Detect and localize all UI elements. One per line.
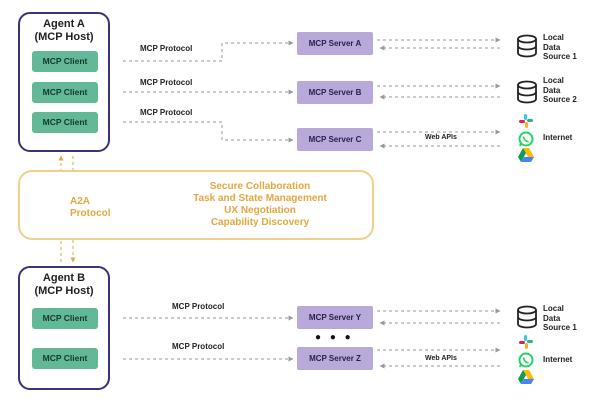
database-icon	[517, 34, 537, 58]
whatsapp-icon	[518, 352, 534, 368]
agent-a-client-3: MCP Client	[32, 112, 98, 133]
web-apis-label-1: Web APIs	[425, 134, 457, 141]
mcp-server-c: MCP Server C	[297, 128, 373, 151]
internet-label-2: Internet	[543, 355, 573, 364]
feature-secure-collaboration: Secure Collaboration	[209, 181, 311, 192]
mcp-server-b: MCP Server B	[297, 81, 373, 104]
mcp-server-z: MCP Server Z	[297, 347, 373, 370]
mcp-protocol-label-2: MCP Protocol	[140, 78, 193, 87]
mcp-protocol-label-3: MCP Protocol	[140, 108, 193, 117]
internet-label-1: Internet	[543, 133, 573, 142]
feature-ux-negotiation: UX Negotiation	[224, 205, 296, 216]
a2a-protocol-label: A2A Protocol	[70, 196, 111, 219]
agent-b-title: Agent B (MCP Host)	[34, 272, 94, 297]
a2a-protocol-box	[18, 170, 374, 240]
client3-to-server-c-line	[123, 121, 294, 143]
mcp-protocol-label-5: MCP Protocol	[172, 342, 225, 351]
agent-a-client-2: MCP Client	[32, 82, 98, 103]
agent-b-client-1: MCP Client	[32, 308, 98, 329]
data-source-1-label: Local Data Source 1	[543, 33, 577, 61]
mcp-protocol-label-1: MCP Protocol	[140, 44, 193, 53]
feature-capability-discovery: Capability Discovery	[210, 217, 310, 228]
agent-a-title: Agent A (MCP Host)	[34, 18, 94, 43]
mcp-server-y: MCP Server Y	[297, 306, 373, 329]
agent-a-client-1: MCP Client	[32, 51, 98, 72]
data-source-2-label: Local Data Source 2	[543, 76, 577, 104]
more-servers-ellipsis: ● ● ●	[315, 332, 354, 343]
slack-icon	[519, 114, 533, 128]
google-drive-icon	[518, 148, 534, 162]
google-drive-icon	[518, 370, 534, 384]
whatsapp-icon	[518, 131, 534, 147]
web-apis-label-2: Web APIs	[425, 355, 457, 362]
agent-b-client-2: MCP Client	[32, 348, 98, 369]
slack-icon	[519, 335, 533, 349]
database-icon	[517, 305, 537, 329]
feature-task-state-management: Task and State Management	[193, 193, 327, 204]
mcp-protocol-label-4: MCP Protocol	[172, 302, 225, 311]
client1-to-server-a-line	[123, 40, 294, 62]
database-icon	[517, 80, 537, 104]
data-source-1b-label: Local Data Source 1	[543, 304, 577, 332]
mcp-server-a: MCP Server A	[297, 32, 373, 55]
